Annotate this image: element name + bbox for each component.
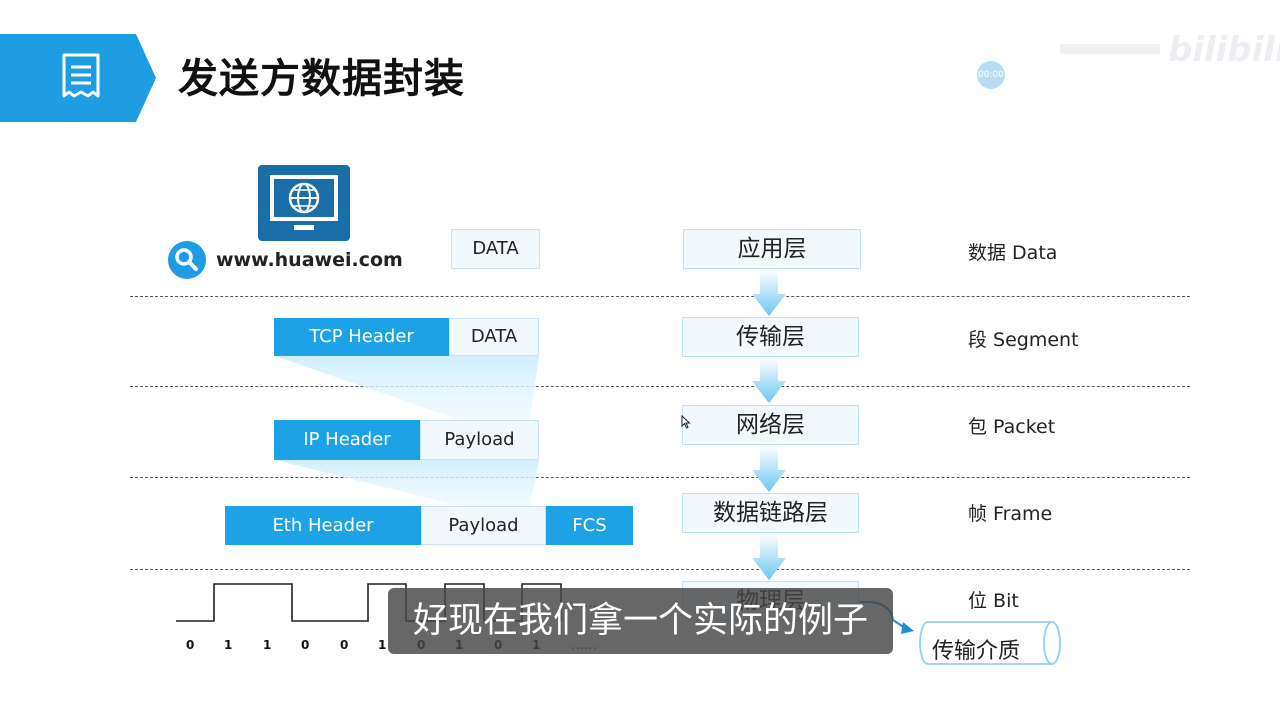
eth-fcs-box: FCS [546,506,633,545]
timer-badge: 00:00 [977,61,1005,89]
computer-icon [258,165,350,241]
mouse-cursor-icon [681,415,691,429]
tcp-header-box: TCP Header [274,318,449,356]
unit-label-frame: 帧 Frame [968,503,1053,525]
bit-value: 0 [340,638,349,652]
arrowhead-icon [901,622,914,634]
unit-label-bit: 位 Bit [968,590,1019,612]
medium-label: 传输介质 [932,639,1021,664]
url-label: www.huawei.com [216,249,403,271]
unit-label-data: 数据 Data [968,242,1058,264]
layer-separator [130,386,1190,387]
layer-transport: 传输层 [682,317,859,357]
eth-payload-box: Payload [421,506,546,545]
layer-application: 应用层 [683,229,861,269]
watermark-logo: bilibili [1168,30,1280,70]
layer-separator [130,569,1190,570]
unit-label-packet: 包 Packet [968,416,1056,438]
app-data-box: DATA [451,229,540,269]
ip-payload-box: Payload [420,420,539,460]
bit-value: 1 [224,638,233,652]
layer-separator [130,477,1190,478]
watermark-bar [1060,44,1160,54]
bit-value: 1 [263,638,272,652]
document-icon [62,53,100,98]
bit-value: 0 [301,638,310,652]
banner-chevron-icon [118,34,158,122]
search-icon [168,241,206,279]
eth-header-box: Eth Header [225,506,421,545]
unit-label-segment: 段 Segment [968,329,1079,351]
bit-value: 0 [186,638,195,652]
down-arrow-icon [752,446,786,492]
page-title: 发送方数据封装 [178,56,465,102]
ip-header-box: IP Header [274,420,420,460]
down-arrow-icon [752,534,786,580]
ip-to-eth-funnel [275,460,539,506]
down-arrow-icon [752,358,786,403]
layer-network: 网络层 [682,405,859,445]
layer-separator [130,296,1190,297]
down-arrow-icon [752,270,786,316]
title-banner [0,34,138,122]
tcp-to-ip-funnel [275,356,539,420]
bit-value: 1 [378,638,387,652]
layer-datalink: 数据链路层 [682,493,859,533]
tcp-data-box: DATA [449,318,539,356]
video-subtitle: 好现在我们拿一个实际的例子 [388,588,893,654]
